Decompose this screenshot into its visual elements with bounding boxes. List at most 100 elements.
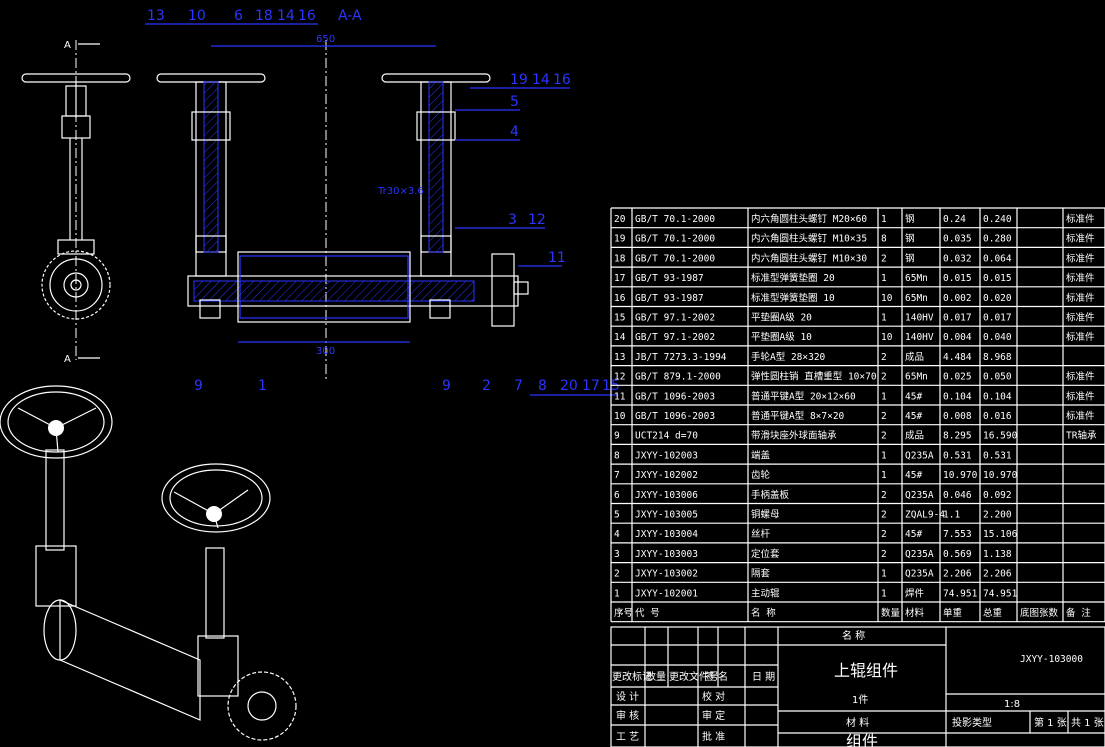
bom-cell-qty: 1: [881, 391, 887, 402]
bom-cell-no: 4: [614, 529, 620, 540]
rev-h3: 签 名: [705, 670, 728, 683]
bom-cell-unit: 0.531: [943, 450, 972, 461]
bom-cell-name: 铜螺母: [751, 509, 780, 521]
bom-cell-qty: 1: [881, 273, 887, 284]
bom-cell-total: 0.015: [983, 273, 1012, 284]
drawing-number: JXYY-103000: [1020, 654, 1083, 665]
bom-cell-total: 0.017: [983, 313, 1012, 324]
bom-cell-no: 14: [614, 332, 626, 343]
bom-cell-total: 0.092: [983, 490, 1012, 501]
bom-cell-code: GB/T 93-1987: [635, 293, 704, 304]
bom-cell-code: GB/T 1096-2003: [635, 391, 715, 402]
bom-cell-note: 标准件: [1066, 213, 1095, 225]
bom-cell-note: 标准件: [1066, 312, 1095, 324]
callout-4: 4: [510, 124, 519, 140]
bom-cell-no: 10: [614, 411, 626, 422]
bom-cell-mat: 钢: [905, 213, 915, 225]
bom-cell-qty: 1: [881, 588, 887, 599]
bom-cell-total: 0.040: [983, 332, 1012, 343]
bom-header-mat: 材料: [905, 607, 925, 619]
bom-cell-mat: 65Mn: [905, 273, 928, 284]
bom-cell-unit: 0.569: [943, 549, 972, 560]
rev-h0: 更改标记: [612, 670, 652, 683]
bom-cell-unit: 10.970: [943, 470, 978, 481]
callout-16: 16: [298, 8, 316, 24]
bom-cell-unit: 0.015: [943, 273, 972, 284]
bom-cell-unit: 0.002: [943, 293, 972, 304]
projection-label: 投影类型: [952, 716, 992, 729]
bom-cell-name: 端盖: [751, 449, 771, 461]
material-label: 材 料: [846, 716, 869, 729]
bom-cell-unit: 4.484: [943, 352, 972, 363]
bom-cell-qty: 2: [881, 431, 887, 442]
bom-cell-qty: 2: [881, 253, 887, 264]
bom-cell-name: 平垫圈A级 20: [751, 312, 812, 324]
sign-ratify: 批 准: [702, 730, 725, 743]
bom-cell-unit: 0.24: [943, 214, 966, 225]
bom-header-name: 名 称: [751, 607, 776, 619]
bom-cell-qty: 10: [881, 332, 893, 343]
bom-cell-no: 8: [614, 450, 620, 461]
bom-cell-code: GB/T 1096-2003: [635, 411, 715, 422]
bom-cell-no: 1: [614, 588, 620, 599]
bom-cell-no: 6: [614, 490, 620, 501]
bom-cell-total: 10.970: [983, 470, 1018, 481]
bom-cell-note: 标准件: [1066, 292, 1095, 304]
section-mark-a-top: A: [64, 40, 71, 51]
title-name-header: 名 称: [842, 629, 865, 642]
bom-cell-total: 0.064: [983, 253, 1012, 264]
dim-thread: Tr30×3.6: [377, 186, 424, 197]
bom-cell-qty: 2: [881, 411, 887, 422]
bottom-title: 组件: [846, 732, 878, 747]
bom-cell-code: GB/T 70.1-2000: [635, 234, 715, 245]
bom-cell-name: 隔套: [751, 568, 771, 580]
callout-19: 19: [510, 72, 528, 88]
bom-cell-qty: 2: [881, 352, 887, 363]
bom-cell-name: 普通平键A型 20×12×60: [751, 390, 856, 402]
bom-cell-code: GB/T 879.1-2000: [635, 372, 721, 383]
bom-cell-no: 9: [614, 431, 620, 442]
rev-h2: 更改文件号: [669, 670, 719, 683]
bom-cell-qty: 2: [881, 549, 887, 560]
bom-cell-total: 0.240: [983, 214, 1012, 225]
bom-cell-qty: 1: [881, 313, 887, 324]
bom-cell-code: JXYY-103006: [635, 490, 698, 501]
bom-cell-no: 13: [614, 352, 625, 363]
bom-cell-note: 标准件: [1066, 331, 1095, 343]
bom-cell-code: GB/T 70.1-2000: [635, 214, 715, 225]
bom-cell-unit: 0.032: [943, 253, 972, 264]
bom-cell-qty: 2: [881, 490, 887, 501]
bom-cell-total: 74.951: [983, 588, 1018, 599]
callout-3: 3: [508, 212, 517, 228]
bom-cell-note: 标准件: [1066, 233, 1095, 245]
bom-cell-unit: 0.046: [943, 490, 972, 501]
bom-cell-total: 2.206: [983, 569, 1012, 580]
bom-cell-name: 弹性圆柱销 直槽重型 10×70: [751, 371, 877, 383]
callout-17: 17: [582, 378, 600, 394]
bom-cell-unit: 0.017: [943, 313, 972, 324]
bom-cell-unit: 0.035: [943, 234, 972, 245]
callout-11: 11: [548, 250, 566, 266]
bom-cell-unit: 7.553: [943, 529, 972, 540]
bom-cell-mat: 65Mn: [905, 293, 928, 304]
bom-cell-name: 普通平键A型 8×7×20: [751, 410, 845, 422]
bom-cell-no: 16: [614, 293, 626, 304]
dim-span: 650: [316, 34, 335, 45]
bom-cell-qty: 1: [881, 569, 887, 580]
bom-cell-total: 16.590: [983, 431, 1018, 442]
sheet-number: 第 1 张: [1034, 716, 1067, 729]
bom-cell-name: 内六角圆柱头螺钉 M10×35: [751, 233, 867, 245]
bom-header-qty: 数量: [881, 607, 901, 619]
bom-cell-unit: 74.951: [943, 588, 978, 599]
bom-cell-mat: 45#: [905, 529, 922, 540]
bom-cell-unit: 8.295: [943, 431, 972, 442]
bom-cell-unit: 2.206: [943, 569, 972, 580]
bom-cell-no: 17: [614, 273, 625, 284]
bom-cell-unit: 0.104: [943, 391, 972, 402]
sign-design: 设 计: [616, 690, 639, 703]
bom-cell-total: 0.104: [983, 391, 1012, 402]
bom-cell-note: TR轴承: [1066, 430, 1097, 442]
bom-cell-no: 12: [614, 372, 625, 383]
bom-cell-code: GB/T 93-1987: [635, 273, 704, 284]
